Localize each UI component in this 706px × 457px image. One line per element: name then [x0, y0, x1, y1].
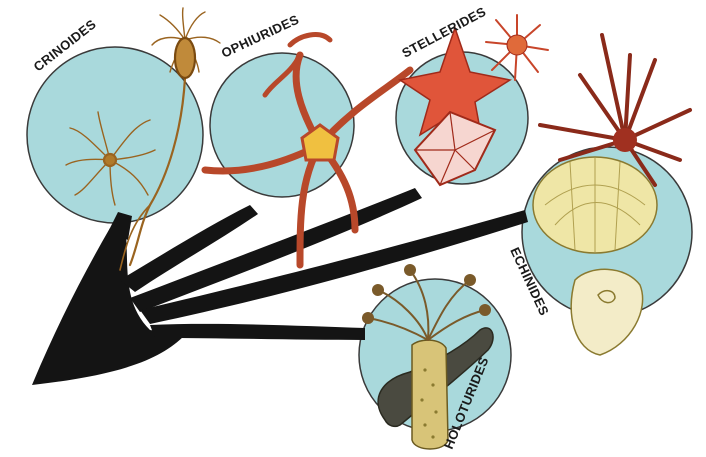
label-stellerides: STELLERIDES — [399, 4, 488, 61]
branch-holoturides — [150, 324, 365, 340]
